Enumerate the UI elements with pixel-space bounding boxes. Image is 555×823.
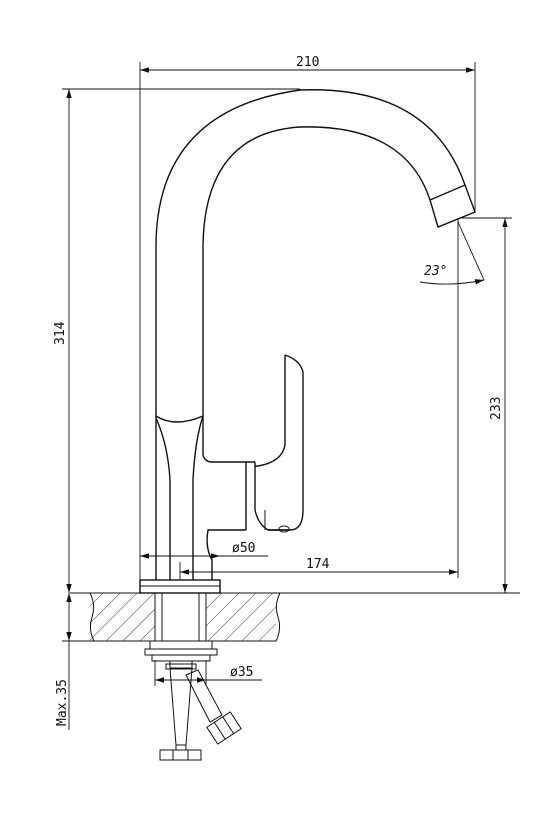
dimension-spout-angle-label: 23°: [424, 264, 447, 279]
dimension-base-diameter-label: ø50: [232, 541, 255, 556]
dimension-spout-reach-label: 174: [306, 557, 330, 572]
dimension-height: [62, 88, 300, 593]
faucet-spout: [155, 89, 476, 416]
dimension-width: [139, 62, 476, 580]
mounting-shank: [144, 593, 218, 668]
countertop-section: [70, 592, 520, 642]
dimension-hose-diameter: [154, 660, 262, 686]
dimension-spout-height-label: 233: [489, 397, 504, 420]
faucet-handle: [245, 354, 304, 533]
dimension-spout-angle: [419, 221, 485, 285]
dimension-height-label: 314: [53, 321, 68, 345]
dimension-max-thickness-label: Max.35: [55, 679, 70, 726]
supply-hoses: [159, 663, 242, 761]
faucet-base: [139, 415, 255, 594]
dimension-width-label: 210: [296, 55, 319, 70]
dimension-max-thickness: [62, 593, 155, 730]
dimension-spout-reach: [179, 218, 459, 580]
dimension-spout-height: [220, 217, 512, 594]
dimension-hose-diameter-label: ø35: [230, 665, 253, 680]
